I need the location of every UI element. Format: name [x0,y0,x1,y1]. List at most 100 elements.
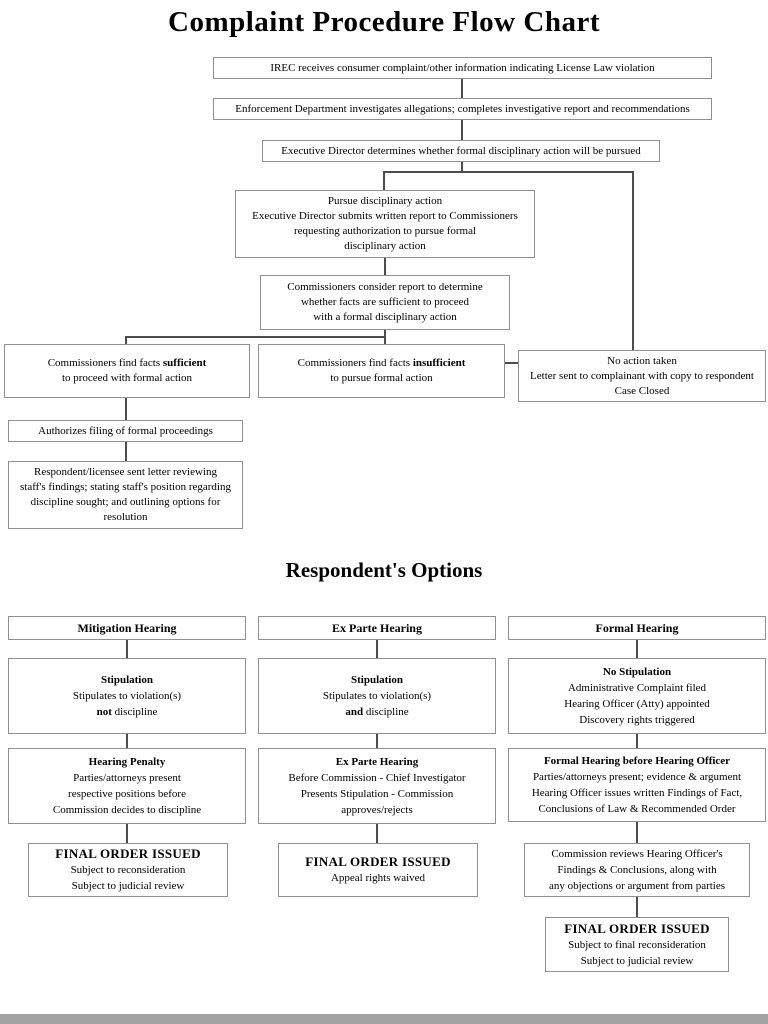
connector-line [461,162,463,171]
box-no-stipulation: No Stipulation Administrative Complaint … [508,658,766,734]
box-commissioners-consider: Commissioners consider report to determi… [260,275,510,330]
box-exparte-hearing: Ex Parte Hearing Before Commission - Chi… [258,748,496,824]
box-respondent-letter: Respondent/licensee sent letter reviewin… [8,461,243,529]
box-formal-hearing-officer: Formal Hearing before Hearing Officer Pa… [508,748,766,822]
box-director-determines: Executive Director determines whether fo… [262,140,660,162]
text-line: Subject to reconsideration [70,864,186,876]
connector-line [636,822,638,843]
text-segment-bold: not [96,706,112,718]
text-line: Hearing Penalty [88,756,166,768]
connector-line [384,258,386,275]
text-line: with a formal disciplinary action [313,311,457,323]
text-line: Mitigation Hearing [77,620,177,635]
text-line: to pursue formal action [330,372,433,384]
box-irec-receives: IREC receives consumer complaint/other i… [213,57,712,79]
box-formal-final-order: FINAL ORDER ISSUED Subject to final reco… [545,917,729,972]
text-line: disciplinary action [344,240,426,252]
text-line: Hearing Officer (Atty) appointed [564,698,710,710]
text-line: Findings & Conclusions, along with [557,864,717,876]
text-line: approves/rejects [341,804,413,816]
box-commission-reviews: Commission reviews Hearing Officer's Fin… [524,843,750,897]
text-line: FINAL ORDER ISSUED [564,920,710,936]
box-enforcement-investigates: Enforcement Department investigates alle… [213,98,712,120]
box-exparte-stipulation: Stipulation Stipulates to violation(s) a… [258,658,496,734]
text-line: resolution [103,511,148,523]
text-line: Presents Stipulation - Commission [300,788,454,800]
connector-line [636,897,638,917]
connector-line [383,171,634,173]
text-line: Authorizes filing of formal proceedings [38,424,213,437]
text-line: and discipline [345,704,408,720]
box-hearing-penalty: Hearing Penalty Parties/attorneys presen… [8,748,246,824]
connector-line [125,442,127,461]
text-line: Administrative Complaint filed [567,682,707,694]
text-line: Commissioners consider report to determi… [287,281,483,293]
text-line: to proceed with formal action [61,372,193,384]
text-line: Stipulation [351,674,403,686]
text-segment: Commissioners find facts [297,357,413,369]
text-line: Discovery rights triggered [579,714,695,726]
text-segment: discipline [111,706,158,718]
box-exparte-header: Ex Parte Hearing [258,616,496,640]
connector-line [126,640,128,658]
text-line: Stipulates to violation(s) [322,690,432,702]
viewer-background-strip [0,1014,768,1024]
text-line: Hearing Officer issues written Findings … [531,787,743,799]
text-line: Case Closed [614,384,670,397]
box-mitigation-header: Mitigation Hearing [8,616,246,640]
text-line: No action taken [607,354,677,367]
text-line: Stipulates to violation(s) [72,690,182,702]
text-segment-bold: and [345,706,364,718]
box-mitigation-stipulation: Stipulation Stipulates to violation(s) n… [8,658,246,734]
text-line: Before Commission - Chief Investigator [288,772,466,784]
connector-line [383,171,385,190]
connector-line [376,734,378,748]
connector-line [126,734,128,748]
connector-line [384,330,386,336]
text-line: requesting authorization to pursue forma… [293,225,477,237]
page-title: Complaint Procedure Flow Chart [168,6,600,38]
section-title-respondents-options: Respondent's Options [285,558,483,582]
text-line: Formal Hearing [595,620,679,635]
connector-line [376,824,378,843]
text-line: not discipline [97,704,158,720]
text-line: Commission decides to discipline [52,804,202,816]
text-line: Respondent/licensee sent letter reviewin… [34,466,217,478]
box-facts-insufficient: Commissioners find facts insufficient to… [258,344,505,398]
connector-line [125,336,386,338]
connector-line [384,336,386,344]
text-line: Enforcement Department investigates alle… [235,102,690,115]
text-line: Conclusions of Law & Recommended Order [538,803,736,815]
text-line: IREC receives consumer complaint/other i… [270,61,655,74]
text-line: Formal Hearing before Hearing Officer [543,755,731,767]
text-line: discipline sought; and outlining options… [30,496,221,508]
text-line: Subject to judicial review [71,880,185,892]
text-segment: discipline [363,706,409,718]
text-segment: Commissioners find facts [47,357,163,369]
text-line: Executive Director submits written repor… [252,210,518,222]
text-line: Appeal rights waived [330,872,426,884]
connector-line [636,640,638,658]
text-line: Parties/attorneys present; evidence & ar… [532,771,742,783]
text-line: Pursue disciplinary action [327,195,443,207]
box-exparte-final-order: FINAL ORDER ISSUED Appeal rights waived [278,843,478,897]
box-no-action-taken: No action taken Letter sent to complaina… [518,350,766,402]
connector-line [376,640,378,658]
text-line: Ex Parte Hearing [335,756,419,768]
text-line: Ex Parte Hearing [332,620,422,635]
text-segment-bold: sufficient [162,357,207,369]
text-line: Subject to judicial review [580,954,694,967]
connector-line [125,336,127,344]
text-line: No Stipulation [602,666,672,678]
box-authorizes-filing: Authorizes filing of formal proceedings [8,420,243,442]
text-line: staff's findings; stating staff's positi… [19,481,231,493]
connector-line [461,120,463,140]
text-line: FINAL ORDER ISSUED [305,854,451,869]
text-line: any objections or argument from parties [548,880,726,892]
text-line: Parties/attorneys present [73,772,181,784]
connector-line [505,362,518,364]
text-segment-bold: insufficient [412,357,466,369]
text-line: Commissioners find facts insufficient [298,356,466,371]
connector-line [461,79,463,98]
